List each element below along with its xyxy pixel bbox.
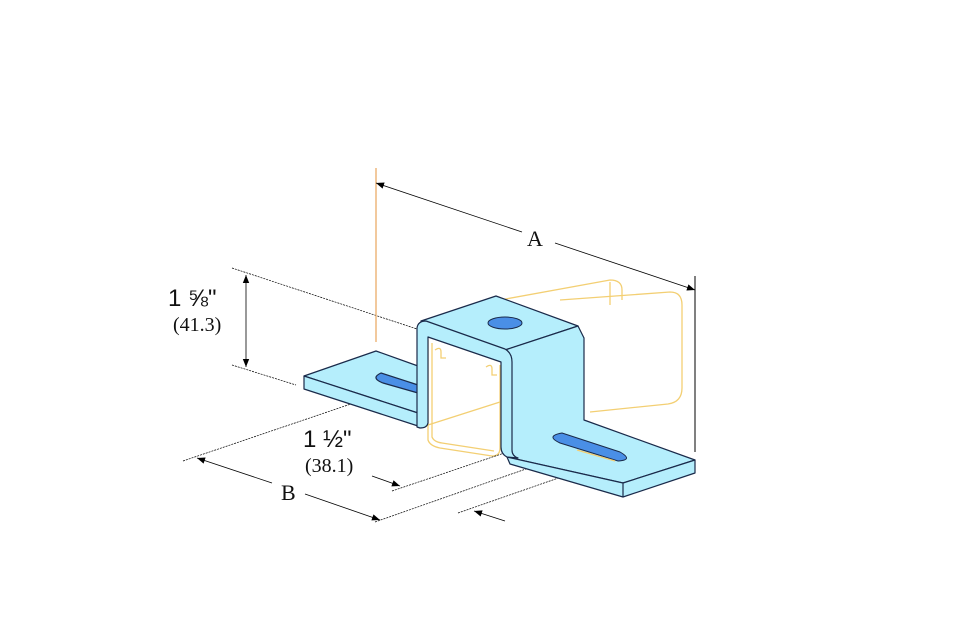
top-hole xyxy=(487,316,523,330)
right-flange-edge xyxy=(506,456,696,498)
left-flange xyxy=(303,350,419,427)
strut-channel xyxy=(427,279,683,457)
height-metric-label: (41.3) xyxy=(173,314,221,336)
dimension-b-label: B xyxy=(281,480,296,505)
right-slot-hole xyxy=(552,432,627,462)
front-u-profile xyxy=(416,320,519,459)
dimension-lines xyxy=(196,182,696,522)
height-imperial-label: 1 ⅝" xyxy=(168,285,217,312)
dimension-a-label: A xyxy=(527,226,543,251)
width-metric-label: (38.1) xyxy=(305,455,353,477)
width-imperial-label: 1 ½" xyxy=(303,426,352,453)
